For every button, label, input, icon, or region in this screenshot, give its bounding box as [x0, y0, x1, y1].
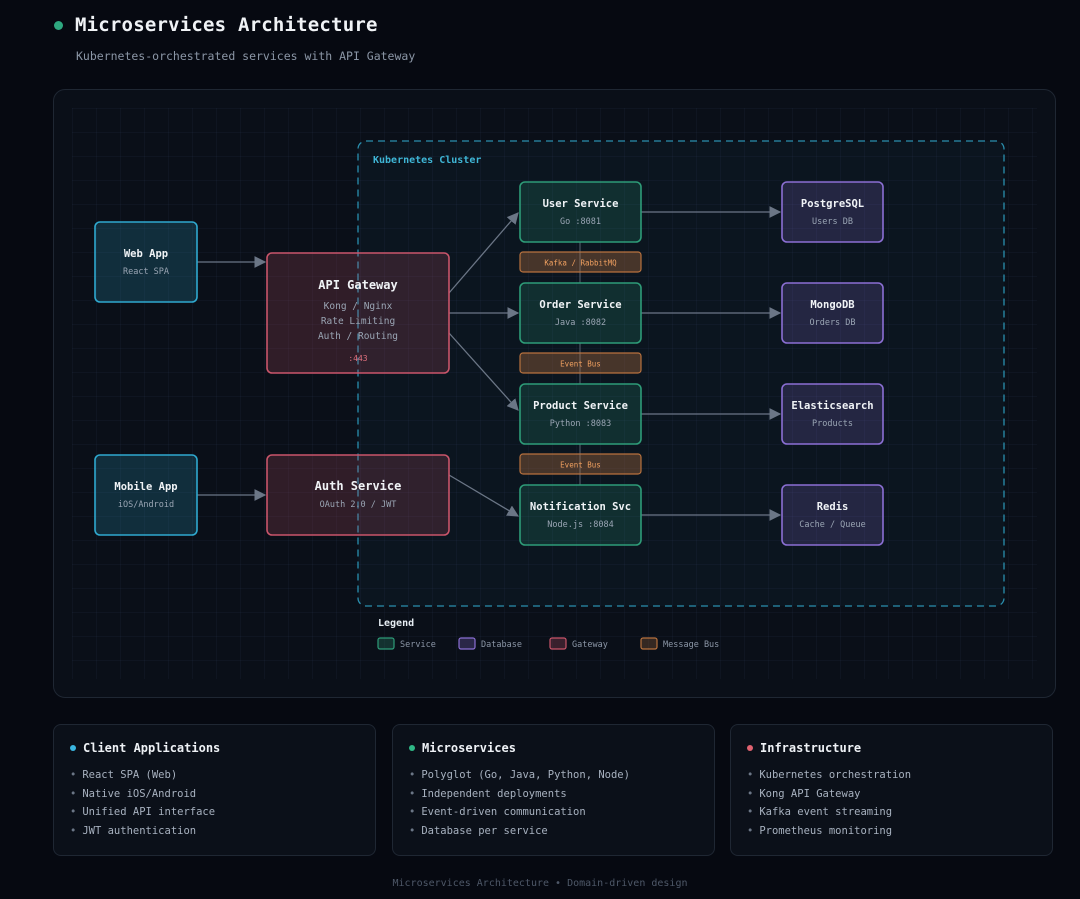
list-item: •Kong API Gateway — [747, 787, 861, 800]
card-dot-icon — [409, 745, 415, 751]
node-detail: Kong / Nginx — [324, 301, 393, 312]
node-title: Notification Svc — [530, 501, 631, 513]
list-item: •Polyglot (Go, Java, Python, Node) — [409, 769, 630, 781]
node-title: Order Service — [539, 299, 621, 311]
legend-label: Database — [481, 640, 522, 650]
bus-label: Event Bus — [560, 461, 601, 470]
page-title: Microservices Architecture — [75, 14, 378, 36]
cluster-label: Kubernetes Cluster — [373, 155, 481, 166]
grid-background — [72, 108, 1037, 679]
legend-item-service: Service — [377, 637, 436, 650]
message-bus: Event Bus — [519, 352, 642, 374]
node-detail: Go :8081 — [560, 217, 601, 227]
card-microservices: Microservices •Polyglot (Go, Java, Pytho… — [392, 724, 715, 856]
status-dot-icon — [54, 20, 63, 30]
list-item: •Kafka event streaming — [747, 806, 893, 818]
list-item: •Prometheus monitoring — [747, 824, 893, 837]
node-detail: Node.js :8084 — [547, 520, 614, 530]
card-client-applications: Client Applications •React SPA (Web) •Na… — [53, 724, 376, 856]
node-title: Mobile App — [114, 481, 177, 493]
node-detail: Users DB — [812, 217, 853, 227]
legend-label: Gateway — [572, 640, 608, 650]
node-title: API Gateway — [318, 278, 397, 292]
legend-item-gateway: Gateway — [549, 637, 608, 650]
legend-label: Message Bus — [663, 640, 719, 650]
arrow-api-gateway-to-user-service — [448, 212, 519, 294]
legend-swatch — [549, 637, 567, 650]
message-bus: Event Bus — [519, 453, 642, 475]
legend-swatch — [377, 637, 395, 650]
summary-cards: Client Applications •React SPA (Web) •Na… — [53, 724, 1056, 858]
node-detail: Cache / Queue — [799, 520, 866, 530]
node-detail: Auth / Routing — [318, 331, 398, 342]
legend-label: Service — [400, 640, 436, 650]
node-title: Web App — [124, 248, 168, 260]
list-item: •JWT authentication — [70, 824, 197, 837]
card-infrastructure: Infrastructure •Kubernetes orchestration… — [730, 724, 1053, 856]
node-title: User Service — [543, 198, 619, 210]
node-detail: Java :8082 — [555, 318, 606, 328]
page-subtitle: Kubernetes-orchestrated services with AP… — [76, 49, 416, 63]
list-item: •Event-driven communication — [409, 806, 586, 818]
list-item: •React SPA (Web) — [70, 769, 178, 781]
list-item: •Native iOS/Android — [70, 787, 197, 800]
node-detail: Rate Limiting — [321, 316, 395, 327]
node-title: MongoDB — [810, 299, 854, 311]
node-title: Elasticsearch — [791, 400, 873, 412]
node-detail: React SPA — [123, 267, 169, 277]
node-title: PostgreSQL — [801, 198, 864, 210]
message-bus: Kafka / RabbitMQ — [519, 251, 642, 273]
node-postgresql[interactable]: PostgreSQL Users DB — [781, 181, 884, 243]
arrow-api-gateway-to-product-service — [448, 332, 519, 411]
kubernetes-cluster: Kubernetes Cluster — [357, 140, 1005, 607]
legend-item-database: Database — [458, 637, 522, 650]
node-detail: Python :8083 — [550, 419, 611, 429]
node-detail: iOS/Android — [118, 500, 174, 510]
node-port: :443 — [348, 354, 367, 363]
card-dot-icon — [70, 745, 76, 751]
card-dot-icon — [747, 745, 753, 751]
arrow-auth-service-to-notification-svc — [448, 474, 520, 517]
bus-label: Kafka / RabbitMQ — [544, 259, 617, 268]
node-detail: OAuth 2.0 / JWT — [320, 500, 397, 510]
node-detail: Products — [812, 419, 853, 429]
list-item: •Independent deployments — [409, 787, 567, 800]
card-title: Client Applications — [83, 741, 221, 755]
legend-item-bus: Message Bus — [640, 637, 719, 650]
bus-label: Event Bus — [560, 360, 601, 369]
card-title: Infrastructure — [760, 741, 862, 755]
list-item: •Unified API interface — [70, 806, 216, 818]
card-title: Microservices — [422, 741, 516, 755]
node-title: Redis — [817, 501, 849, 513]
node-mongodb[interactable]: MongoDB Orders DB — [781, 282, 884, 344]
node-user-service[interactable]: User Service Go :8081 — [519, 181, 642, 243]
connections — [197, 206, 782, 521]
node-title: Auth Service — [315, 479, 402, 493]
node-mobile-app[interactable]: Mobile App iOS/Android — [94, 454, 198, 536]
legend-title: Legend — [378, 618, 414, 629]
page-header: Microservices Architecture Kubernetes-or… — [54, 14, 415, 63]
page-footer: Microservices Architecture • Domain-driv… — [392, 878, 688, 889]
node-detail: Orders DB — [809, 318, 855, 328]
legend-swatch — [458, 637, 476, 650]
node-title: Product Service — [533, 400, 628, 412]
list-item: •Database per service — [409, 824, 548, 837]
list-item: •Kubernetes orchestration — [747, 769, 912, 781]
legend-swatch — [640, 637, 658, 650]
